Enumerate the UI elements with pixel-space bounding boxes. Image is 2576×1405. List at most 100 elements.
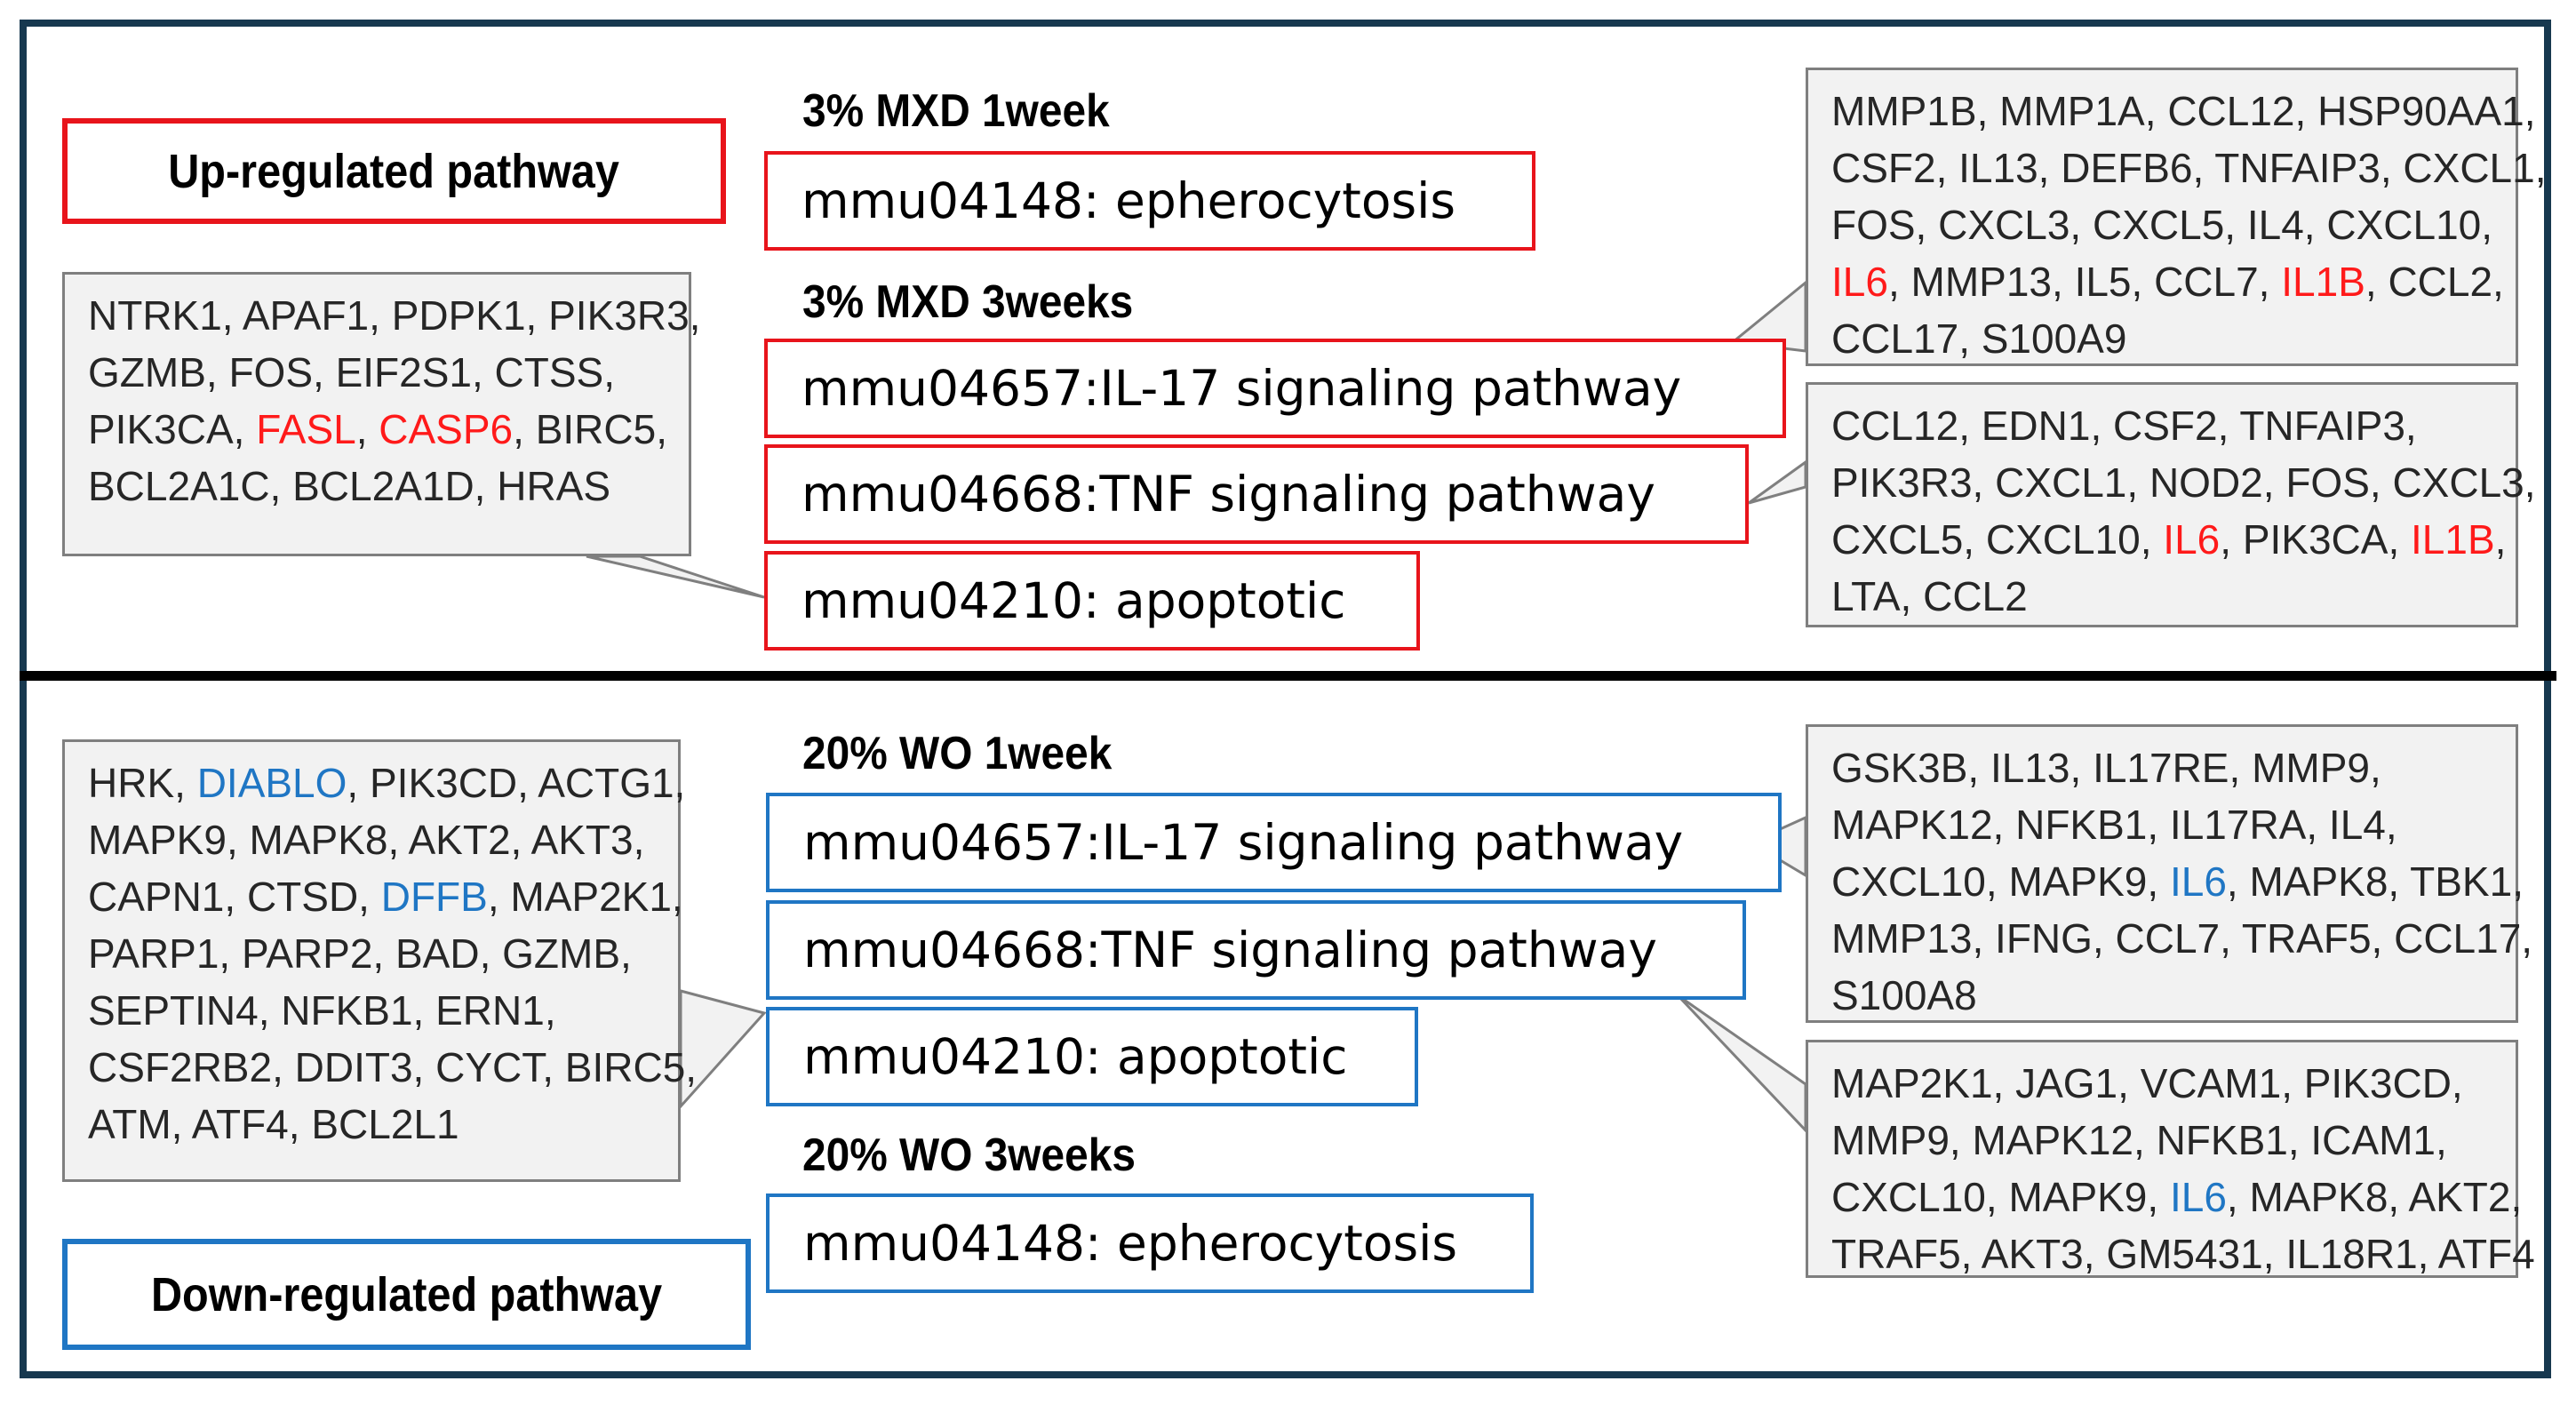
gene-name: IL6 (1831, 259, 1888, 305)
gene-name: CTSS, (494, 349, 616, 395)
gene-name: FOS, (228, 349, 336, 395)
group-heading-mxd-3weeks: 3% MXD 3weeks (802, 276, 1134, 328)
pathway-box-up-epherocytosis: mmu04148: epherocytosis (764, 151, 1535, 251)
gene-name: PIK3CD, (369, 760, 538, 806)
gene-name: GZMB, (88, 349, 229, 395)
gene-name: APAF1, (242, 292, 392, 339)
gene-list-line: TRAF5, AKT3, GM5431, IL18R1, ATF4 (1831, 1225, 2535, 1282)
gene-name: , (2226, 1174, 2250, 1220)
gene-list-line: PARP1, PARP2, BAD, GZMB, (88, 925, 657, 982)
gene-name: IL13, (1990, 745, 2093, 791)
gene-name: MAPK9, (2008, 858, 2170, 905)
pathway-box-down-il17: mmu04657:IL-17 signaling pathway (766, 793, 1782, 892)
gene-name: BAD, (395, 930, 503, 977)
gene-name: CCL12, (2167, 88, 2318, 134)
gene-list-down-il17: GSK3B, IL13, IL17RE, MMP9,MAPK12, NFKB1,… (1806, 724, 2532, 1024)
gene-list-line: GSK3B, IL13, IL17RE, MMP9, (1831, 739, 2494, 796)
gene-name: CXCL10, (1831, 1174, 2009, 1220)
pathway-box-up-il17: mmu04657:IL-17 signaling pathway (764, 339, 1786, 438)
gene-name: MAPK8, (2249, 1174, 2409, 1220)
gene-name: ATF4, (191, 1101, 312, 1147)
callout-tail-down-apoptotic (679, 989, 767, 1110)
gene-name: FOS, (1831, 202, 1939, 248)
gene-name: MAPK12, (1972, 1117, 2157, 1163)
gene-list-line: MAP2K1, JAG1, VCAM1, PIK3CD, (1831, 1055, 2494, 1112)
gene-list-line: HRK, DIABLO, PIK3CD, ACTG1, (88, 754, 685, 811)
callout-tail-down-tnf (1676, 994, 1807, 1134)
gene-name: ERN1, (435, 987, 556, 1034)
gene-name: CXCL5, (1831, 516, 1986, 563)
gene-list-line: S100A8 (1831, 967, 2494, 1024)
gene-name: AKT3, (1981, 1231, 2107, 1277)
gene-name: PARP1, (88, 930, 242, 977)
gene-name: CSF2, (2113, 403, 2240, 449)
gene-name: FASL (256, 406, 356, 452)
gene-list-line: MMP1B, MMP1A, CCL12, HSP90AA1, (1831, 83, 2536, 140)
gene-name: BCL2A1C, (88, 463, 293, 509)
gene-name: DDIT3, (294, 1044, 436, 1090)
gene-name: , (513, 406, 536, 452)
gene-name: ACTG1, (538, 760, 686, 806)
gene-name: , (347, 760, 370, 806)
gene-name: DEFB6, (2061, 145, 2215, 191)
gene-name: FOS, (2285, 459, 2393, 506)
gene-name: IL18R1, (2285, 1231, 2438, 1277)
gene-name: , (355, 406, 379, 452)
gene-name: TBK1, (2410, 858, 2524, 905)
figure-frame (20, 20, 2551, 1378)
gene-name: IL6 (2163, 516, 2221, 563)
gene-list-line: CAPN1, CTSD, DFFB, MAP2K1, (88, 868, 683, 925)
down-regulated-label-text: Down-regulated pathway (150, 1267, 663, 1321)
gene-name: S100A8 (1831, 972, 1977, 1018)
gene-name: CXCL5, (2092, 202, 2247, 248)
gene-list-line: NTRK1, APAF1, PDPK1, PIK3R3, (88, 287, 700, 344)
gene-name: CYCT, (435, 1044, 565, 1090)
gene-name: CCL2, (2388, 259, 2504, 305)
pathway-box-down-apoptotic: mmu04210: apoptotic (766, 1007, 1418, 1106)
gene-name: PIK3CA, (88, 406, 257, 452)
gene-list-line: LTA, CCL2 (1831, 568, 2494, 625)
gene-list-line: IL6, MMP13, IL5, CCL7, IL1B, CCL2, (1831, 253, 2504, 310)
group-heading-wo-1week: 20% WO 1week (802, 728, 1113, 779)
gene-list-line: PIK3R3, CXCL1, NOD2, FOS, CXCL3, (1831, 454, 2536, 511)
gene-list-line: CXCL10, MAPK9, IL6, MAPK8, AKT2, (1831, 1169, 2522, 1225)
gene-name: CSF2, (1831, 145, 1959, 191)
gene-name: IL1B (2411, 516, 2495, 563)
gene-name: MAPK9, (88, 817, 250, 863)
gene-name: TNFAIP3, (2239, 403, 2417, 449)
gene-name: IL4, (2246, 202, 2327, 248)
gene-name: EIF2S1, (335, 349, 495, 395)
gene-name: CXCL1, (1995, 459, 2149, 506)
gene-name: , (2494, 516, 2507, 563)
gene-name: DFFB (380, 874, 488, 920)
gene-name: PDPK1, (391, 292, 549, 339)
gene-name: MMP9, (2252, 745, 2381, 791)
down-regulated-label: Down-regulated pathway (62, 1239, 751, 1350)
gene-name: MAP2K1, (510, 874, 683, 920)
gene-name: IL6 (2169, 858, 2227, 905)
gene-list-line: MMP13, IFNG, CCL7, TRAF5, CCL17, (1831, 910, 2532, 967)
gene-name: BCL2A1D, (292, 463, 498, 509)
gene-list-line: MMP9, MAPK12, NFKB1, ICAM1, (1831, 1112, 2494, 1169)
gene-name: CTSD, (246, 874, 381, 920)
gene-list-line: SEPTIN4, NFKB1, ERN1, (88, 982, 657, 1039)
gene-name: , (2220, 516, 2243, 563)
gene-name: , (2226, 858, 2250, 905)
gene-name: CCL7, (2115, 915, 2242, 962)
gene-name: IL4, (2328, 802, 2397, 848)
gene-name: ATF4 (2437, 1231, 2535, 1277)
gene-name: MMP13, (1831, 915, 1996, 962)
gene-name: JAG1, (2015, 1060, 2141, 1106)
gene-name: BIRC5, (535, 406, 667, 452)
callout-tail-up-apoptotic (586, 555, 765, 599)
gene-name: AKT3, (530, 817, 645, 863)
gene-name: IL1B (2281, 259, 2365, 305)
gene-name: AKT2, (408, 817, 531, 863)
gene-list-line: MAPK9, MAPK8, AKT2, AKT3, (88, 811, 657, 868)
gene-name: PARP2, (242, 930, 395, 977)
gene-list-line: CCL17, S100A9 (1831, 310, 2494, 367)
gene-name: PIK3CD, (2303, 1060, 2463, 1106)
gene-list-line: CSF2, IL13, DEFB6, TNFAIP3, CXCL1, (1831, 140, 2547, 196)
gene-list-line: PIK3CA, FASL, CASP6, BIRC5, (88, 401, 667, 458)
